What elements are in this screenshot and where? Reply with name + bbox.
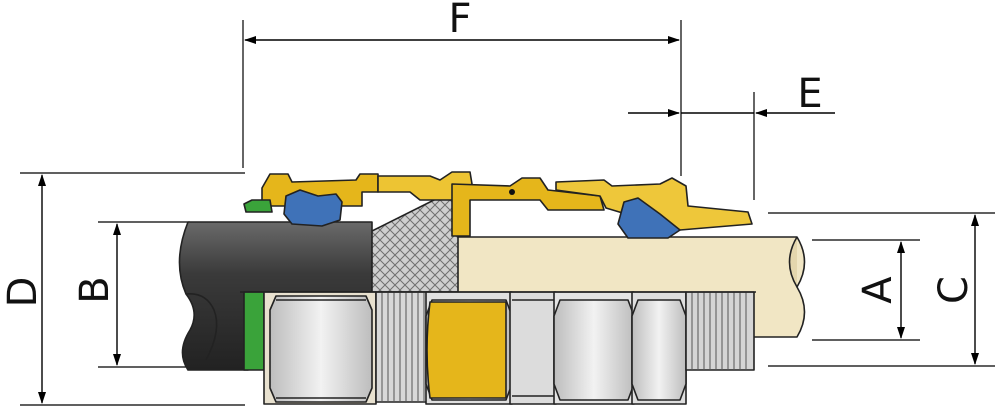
dimension-lines [38, 36, 979, 404]
label-d: D [0, 277, 46, 308]
dimension-labels: F E D B A C [0, 0, 977, 307]
outer-sheath [178, 221, 373, 371]
braid-armour [367, 195, 459, 293]
lower-body [263, 291, 755, 405]
label-b: B [72, 276, 118, 303]
label-c: C [931, 276, 977, 304]
label-a: A [855, 276, 901, 304]
label-e: E [797, 71, 822, 117]
extension-lines [20, 20, 995, 406]
blue-seals [283, 189, 681, 239]
label-f: F [448, 0, 471, 42]
